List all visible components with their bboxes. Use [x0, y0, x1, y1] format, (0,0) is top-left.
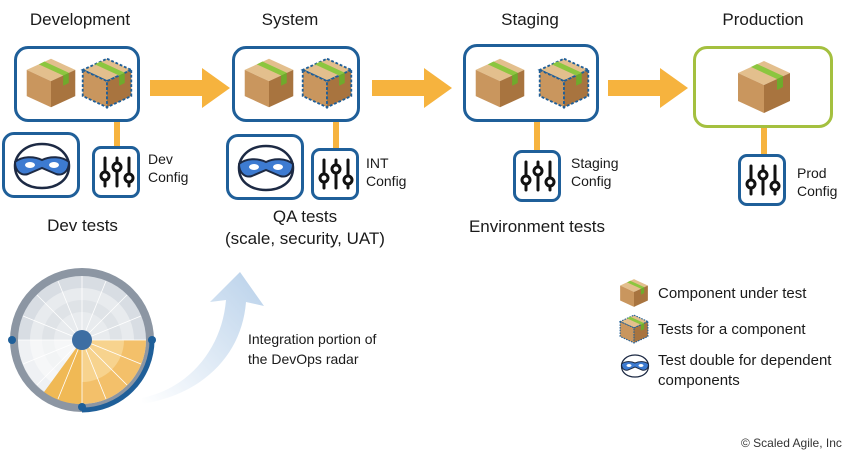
tests-box-icon	[299, 55, 355, 111]
component-box-icon	[618, 277, 650, 309]
config-development	[92, 146, 140, 198]
config-label-production: Prod Config	[797, 165, 838, 199]
tests-label-system: QA tests (scale, security, UAT)	[225, 207, 385, 248]
stage-title-system: System	[261, 10, 319, 29]
component-box-icon	[472, 55, 528, 111]
radar-note: Integration portion of the DevOps radar	[248, 331, 377, 367]
mask-icon	[12, 142, 72, 190]
connector-system	[333, 122, 339, 148]
tests-box-icon	[618, 313, 650, 345]
arrow-staging-to-production	[608, 66, 688, 110]
arrow-dev-to-system	[150, 66, 230, 110]
copyright-text: © Scaled Agile, Inc	[741, 436, 842, 450]
environment-development	[14, 46, 140, 122]
sliders-icon	[318, 158, 354, 190]
connector-dev	[114, 122, 120, 146]
arrow-system-to-staging	[372, 66, 452, 110]
config-label-development: Dev Config	[148, 151, 189, 185]
mask-icon	[236, 144, 296, 192]
environment-system	[232, 46, 360, 122]
devops-radar-graphic	[8, 268, 156, 413]
tests-label-development: Dev tests	[47, 216, 118, 235]
stage-title-development: Development	[29, 10, 131, 29]
tests-box-icon	[79, 55, 135, 111]
tests-box-icon	[536, 55, 592, 111]
legend-label-test-double: Test double for dependent components	[658, 352, 832, 389]
stage-title-staging: Staging	[501, 10, 559, 29]
component-box-icon	[241, 55, 297, 111]
config-production	[738, 154, 786, 206]
sliders-icon	[745, 164, 781, 196]
legend-label-tests: Tests for a component	[658, 321, 806, 338]
curved-arrow-icon	[142, 272, 264, 404]
config-system	[311, 148, 359, 200]
connector-production	[761, 128, 767, 154]
config-label-system: INT Config	[366, 155, 407, 189]
stage-title-production: Production	[722, 10, 804, 29]
sliders-icon	[520, 160, 556, 192]
environment-production	[693, 46, 833, 128]
config-staging	[513, 150, 561, 202]
config-label-staging: Staging Config	[571, 155, 619, 189]
tests-label-staging: Environment tests	[468, 217, 606, 236]
test-double-development	[2, 132, 80, 198]
mask-icon	[620, 353, 650, 379]
component-box-icon	[734, 57, 794, 117]
test-double-system	[226, 134, 304, 200]
environment-staging	[463, 44, 599, 122]
component-box-icon	[23, 55, 79, 111]
legend-label-component: Component under test	[658, 285, 807, 302]
sliders-icon	[99, 156, 135, 188]
connector-staging	[534, 122, 540, 150]
